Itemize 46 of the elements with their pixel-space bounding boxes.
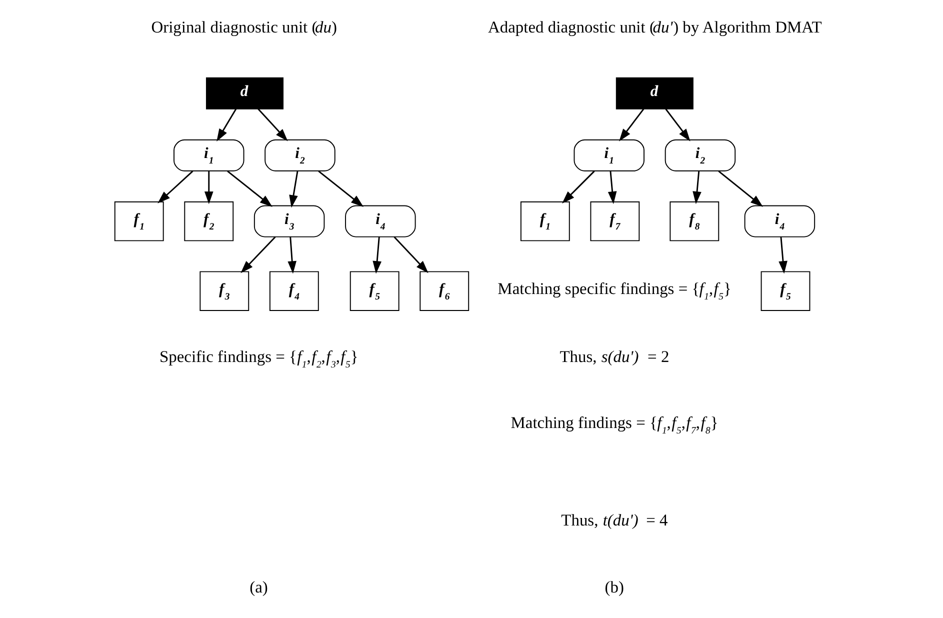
arrow: [257, 108, 288, 142]
node-box: i$_{4}$: [344, 205, 416, 238]
arrow: [718, 170, 763, 207]
node-box: f$_{6}$: [419, 271, 469, 311]
arrow: [692, 171, 701, 204]
node-box: f$_{7}$: [590, 201, 640, 242]
node-box: i$_{1}$: [173, 139, 244, 172]
arrow: [664, 108, 690, 142]
node-box: f$_{3}$: [199, 271, 249, 311]
arrow: [240, 236, 276, 274]
node-box: f$_{1}$: [520, 201, 570, 242]
arrow: [204, 171, 213, 204]
label: Matching specific findings = {f$_{1}$,f$_{5}$}: [497, 279, 731, 303]
arrow: [216, 108, 236, 142]
arrow: [226, 170, 272, 207]
label: Thus, t(du') = 4: [560, 510, 668, 530]
node-box: i$_{2}$: [264, 139, 335, 172]
node-box: f$_{1}$: [114, 201, 164, 242]
label: Matching findings = {f$_{1}$,f$_{5}$,f$_{7}$,f$_{8}$}: [510, 412, 718, 436]
label: Original diagnostic unit (du): [150, 17, 336, 36]
node-box: f$_{5}$: [760, 271, 810, 311]
arrow: [372, 236, 381, 274]
node-box: f$_{5}$: [349, 271, 399, 311]
node-box: f$_{2}$: [184, 201, 234, 242]
node-box: d: [205, 77, 283, 110]
arrow: [157, 170, 193, 204]
arrow: [607, 171, 616, 204]
node-box: i$_{1}$: [573, 139, 644, 172]
arrow: [778, 236, 787, 274]
node-box: i$_{4}$: [744, 205, 815, 238]
arrow: [393, 236, 428, 274]
node-box: f$_{4}$: [268, 271, 318, 311]
arrow: [618, 108, 644, 142]
label: (b): [604, 578, 624, 597]
node-box: i$_{3}$: [253, 205, 324, 238]
arrow: [562, 170, 594, 204]
node-box: i$_{2}$: [664, 139, 736, 172]
label: Adapted diagnostic unit (du') by Algorithm DMAT: [487, 17, 822, 36]
label: Specific findings = {f$_{1}$,f$_{2}$,f$_{3}$,f$_{5}$}: [158, 346, 358, 370]
label: (a): [249, 578, 268, 597]
label: Thus, s(du') = 2: [559, 346, 669, 366]
arrow: [288, 171, 298, 208]
arrow: [318, 170, 364, 207]
node-box: f$_{8}$: [669, 201, 719, 242]
arrow: [287, 236, 296, 274]
node-box: d: [615, 77, 693, 110]
